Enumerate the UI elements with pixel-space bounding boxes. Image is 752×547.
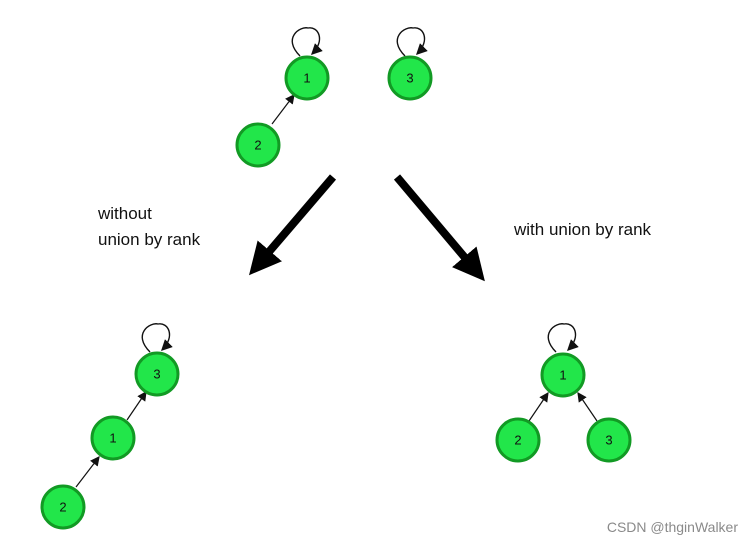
right-node-3-label: 3 (605, 433, 612, 448)
caption-without-line1: without (98, 204, 152, 223)
watermark: CSDN @thginWalker (606, 519, 738, 535)
right-tree: 1 2 3 (495, 323, 632, 463)
top-node-2: 2 (235, 122, 281, 168)
caption-with-union-by-rank: with union by rank (514, 220, 652, 239)
right-node-2-label: 2 (514, 433, 521, 448)
top-node3-self-loop (396, 27, 428, 57)
right-node1-self-loop (547, 323, 579, 353)
right-node-3: 3 (586, 417, 632, 463)
left-node-3-label: 3 (153, 367, 160, 382)
top-node-2-label: 2 (254, 138, 261, 153)
top-node1-self-loop (291, 27, 323, 57)
right-edge-2-to-1 (528, 392, 549, 422)
top-node-3: 3 (387, 55, 433, 101)
left-node3-self-loop (141, 323, 173, 353)
right-node-1-label: 1 (559, 368, 566, 383)
top-node-1-label: 1 (303, 71, 310, 86)
right-node-2: 2 (495, 417, 541, 463)
left-node-1-label: 1 (109, 431, 116, 446)
right-node-1: 1 (540, 352, 586, 398)
left-node-2: 2 (40, 484, 86, 530)
top-node-3-label: 3 (406, 71, 413, 86)
top-edge-2-to-1 (271, 94, 295, 125)
left-node-3: 3 (134, 351, 180, 397)
left-tree: 3 1 2 (40, 323, 180, 530)
left-edge-1-to-3 (126, 391, 147, 421)
arrow-to-right-result (393, 174, 485, 282)
top-node-1: 1 (284, 55, 330, 101)
left-node-2-label: 2 (59, 500, 66, 515)
right-edge-3-to-1 (577, 392, 598, 422)
left-edge-2-to-1 (75, 456, 100, 488)
left-node-1: 1 (90, 415, 136, 461)
caption-without-line2: union by rank (98, 230, 201, 249)
arrow-to-left-result (248, 174, 337, 276)
top-forest: 1 2 3 (235, 27, 433, 168)
caption-without-union-by-rank: without union by rank (98, 201, 200, 253)
